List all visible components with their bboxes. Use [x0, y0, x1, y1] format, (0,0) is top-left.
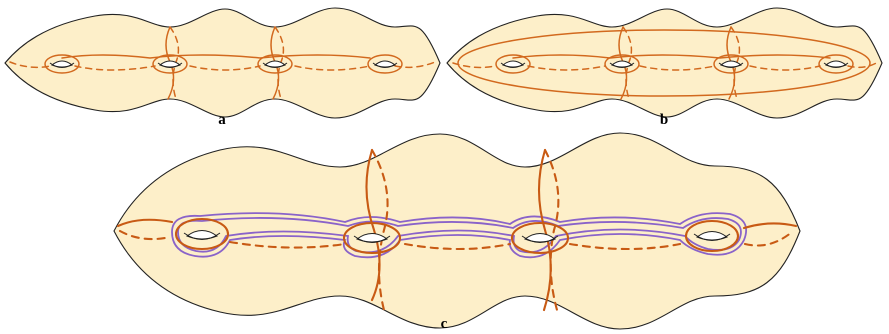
panel-a-label: a	[218, 112, 226, 128]
panel-a-surface	[5, 8, 440, 118]
panel-b-label: b	[660, 112, 668, 128]
panel-c-label: c	[441, 316, 448, 332]
